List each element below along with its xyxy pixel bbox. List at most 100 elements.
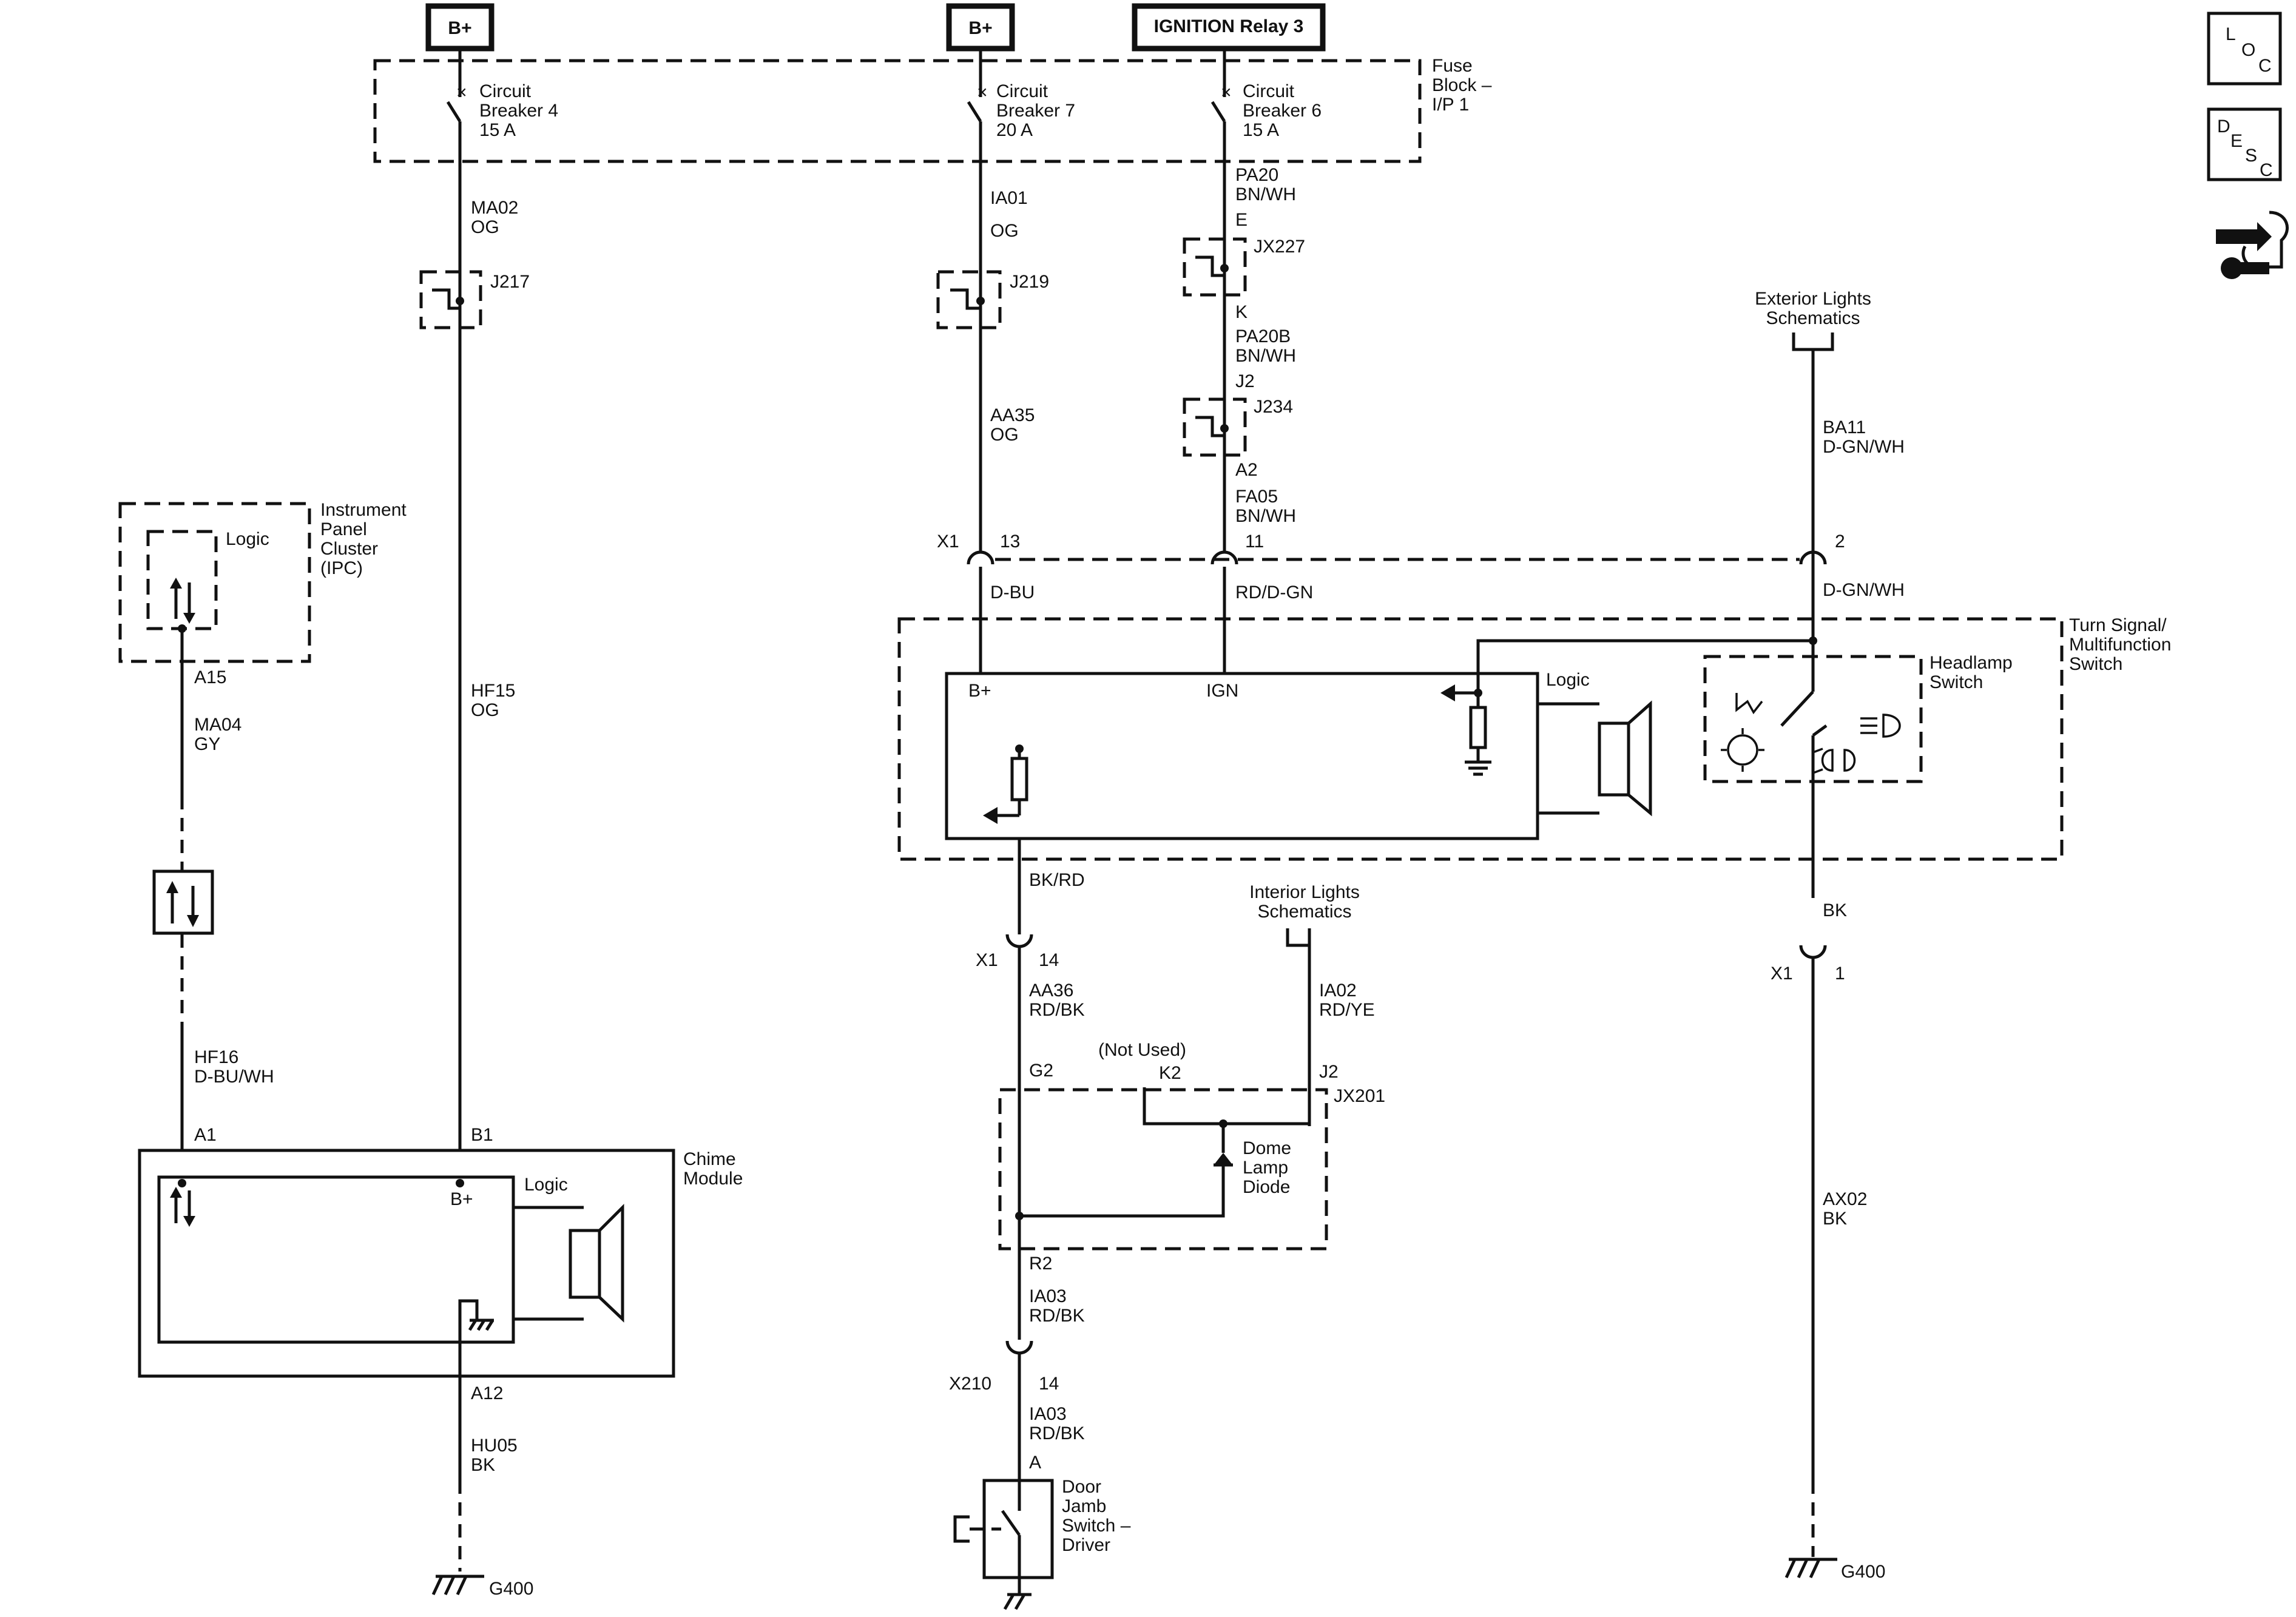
splice-jx227[interactable]: JX227 <box>1183 237 1305 297</box>
svg-text:K2: K2 <box>1159 1063 1181 1083</box>
door-jamb-switch-driver[interactable] <box>953 1479 1054 1610</box>
wire-label-ma04: A15 MA04 GY <box>194 667 241 754</box>
exterior-lights-schematics-link[interactable]: Exterior Lights Schematics <box>1755 289 1871 351</box>
interior-lights-schematics-link[interactable]: Interior Lights Schematics <box>1249 882 1360 947</box>
turn-signal-resistor-left <box>983 744 1028 934</box>
bplus-source-mid[interactable]: B+ <box>946 3 1015 52</box>
chime-speaker-icon <box>513 1203 624 1323</box>
chime-bidirectional-data-icon <box>170 1187 195 1227</box>
circuit-breaker-6[interactable]: × <box>1210 49 1232 130</box>
svg-text:IA01: IA01 <box>990 188 1028 208</box>
svg-text:Interior Lights: Interior Lights <box>1249 882 1360 902</box>
svg-text:OG: OG <box>990 425 1019 445</box>
wire-label-pa20b: K PA20B BN/WH J2 <box>1235 302 1296 391</box>
svg-text:JX227: JX227 <box>1254 237 1305 257</box>
connector-x1-pin-14[interactable]: X1 14 <box>976 934 1059 970</box>
svg-text:J217: J217 <box>490 272 530 292</box>
svg-text:HF16: HF16 <box>194 1047 238 1067</box>
svg-text:Circuit: Circuit <box>1243 81 1295 101</box>
loc-button[interactable]: L O C <box>2207 12 2282 86</box>
circuit-breaker-4-label: Circuit Breaker 4 15 A <box>479 81 558 140</box>
svg-text:J2: J2 <box>1319 1062 1339 1082</box>
headlamp-switch-label: Headlamp Switch <box>1930 653 2013 692</box>
wire-label-rddgn: RD/D-GN <box>1235 582 1313 603</box>
svg-text:IGN: IGN <box>1206 681 1238 701</box>
svg-text:HF15: HF15 <box>471 681 515 701</box>
svg-text:AA36: AA36 <box>1029 981 1073 1001</box>
desc-button[interactable]: D E S C <box>2207 107 2282 181</box>
svg-text:B1: B1 <box>471 1125 493 1145</box>
splice-j219[interactable]: J219 <box>936 270 1049 329</box>
svg-text:E: E <box>2230 131 2243 151</box>
ignition-relay-source[interactable]: IGNITION Relay 3 <box>1132 3 1326 52</box>
repair-icon[interactable] <box>2216 211 2289 279</box>
connector-x1-pin-1[interactable]: X1 1 <box>1771 945 1845 984</box>
wire-label-dbu: D-BU <box>990 582 1035 603</box>
connector-x210-pin-14[interactable]: X210 14 <box>949 1340 1059 1394</box>
svg-text:G400: G400 <box>489 1579 533 1599</box>
svg-text:BN/WH: BN/WH <box>1235 506 1296 526</box>
wire-label-hu05: A12 HU05 BK <box>471 1383 518 1475</box>
svg-text:FA05: FA05 <box>1235 487 1278 507</box>
svg-text:J234: J234 <box>1254 397 1293 417</box>
wire-label-aa35: AA35 OG <box>990 405 1035 445</box>
high-beam-icon <box>1860 714 1901 738</box>
dome-lamp-diode[interactable] <box>1015 1087 1311 1220</box>
bplus-source-left[interactable]: B+ <box>425 3 495 52</box>
svg-text:OG: OG <box>990 221 1019 241</box>
svg-text:G2: G2 <box>1029 1061 1053 1081</box>
splice-j234[interactable]: J234 <box>1183 397 1293 457</box>
svg-text:×: × <box>456 83 467 103</box>
svg-text:14: 14 <box>1039 950 1059 970</box>
wire-label-bkrd: BK/RD <box>1029 870 1085 890</box>
svg-text:C: C <box>2260 160 2273 180</box>
svg-text:Module: Module <box>683 1169 743 1189</box>
svg-text:RD/BK: RD/BK <box>1029 1423 1085 1443</box>
door-jamb-switch-label: Door Jamb Switch – Driver <box>1062 1477 1131 1555</box>
chime-module-label: Chime Module <box>683 1149 743 1189</box>
svg-text:BN/WH: BN/WH <box>1235 346 1296 366</box>
svg-text:BK: BK <box>471 1455 495 1475</box>
svg-text:Jamb: Jamb <box>1062 1496 1106 1516</box>
svg-text:Circuit: Circuit <box>479 81 532 101</box>
headlamp-switch[interactable] <box>1780 641 1828 898</box>
splice-j217[interactable]: J217 <box>419 270 530 329</box>
svg-text:A2: A2 <box>1235 460 1258 480</box>
wire-label-ia01: IA01 OG <box>990 188 1028 241</box>
ignition-relay-label: IGNITION Relay 3 <box>1154 16 1304 36</box>
chime-internal-ground-icon <box>458 1299 495 1342</box>
ground-g400-right[interactable]: G400 <box>1784 1558 1885 1582</box>
svg-text:A15: A15 <box>194 667 226 687</box>
chime-logic-block[interactable]: Logic B+ <box>157 1175 568 1344</box>
svg-text:B+: B+ <box>968 681 991 701</box>
circuit-breaker-4[interactable]: × <box>446 49 467 130</box>
svg-text:15 A: 15 A <box>1243 120 1279 140</box>
svg-text:Breaker 7: Breaker 7 <box>996 101 1075 121</box>
connector-x1-pin-11[interactable]: 11 <box>1210 532 1264 565</box>
svg-text:1: 1 <box>1835 964 1845 984</box>
ipc-outline <box>118 502 311 663</box>
bplus-left-label: B+ <box>448 18 471 38</box>
circuit-breaker-7[interactable]: × <box>967 49 988 130</box>
turn-signal-logic-module[interactable]: B+ IGN Logic <box>945 670 1590 840</box>
svg-text:L: L <box>2226 24 2236 44</box>
dome-lamp-diode-label: Dome Lamp Diode <box>1243 1138 1291 1197</box>
svg-text:Turn Signal/: Turn Signal/ <box>2069 615 2167 635</box>
serial-data-gateway[interactable] <box>152 869 214 935</box>
svg-text:RD/BK: RD/BK <box>1029 1000 1085 1020</box>
svg-text:AA35: AA35 <box>990 405 1035 425</box>
svg-text:15 A: 15 A <box>479 120 516 140</box>
turn-signal-speaker-icon <box>1538 700 1652 817</box>
svg-text:AX02: AX02 <box>1823 1189 1867 1209</box>
svg-text:IA03: IA03 <box>1029 1404 1067 1424</box>
svg-text:Headlamp: Headlamp <box>1930 653 2013 673</box>
connector-x1-pin-2[interactable]: 2 <box>1799 532 1845 565</box>
svg-text:Logic: Logic <box>524 1175 568 1195</box>
svg-text:Logic: Logic <box>1546 670 1590 690</box>
wire-label-hf15: HF15 OG <box>471 681 515 720</box>
ipc-logic-block[interactable]: Logic <box>146 529 269 630</box>
svg-text:D-BU/WH: D-BU/WH <box>194 1067 274 1087</box>
connector-x1-pin-13[interactable]: X1 13 <box>937 532 1020 565</box>
ground-g400-left[interactable]: G400 <box>431 1575 533 1599</box>
